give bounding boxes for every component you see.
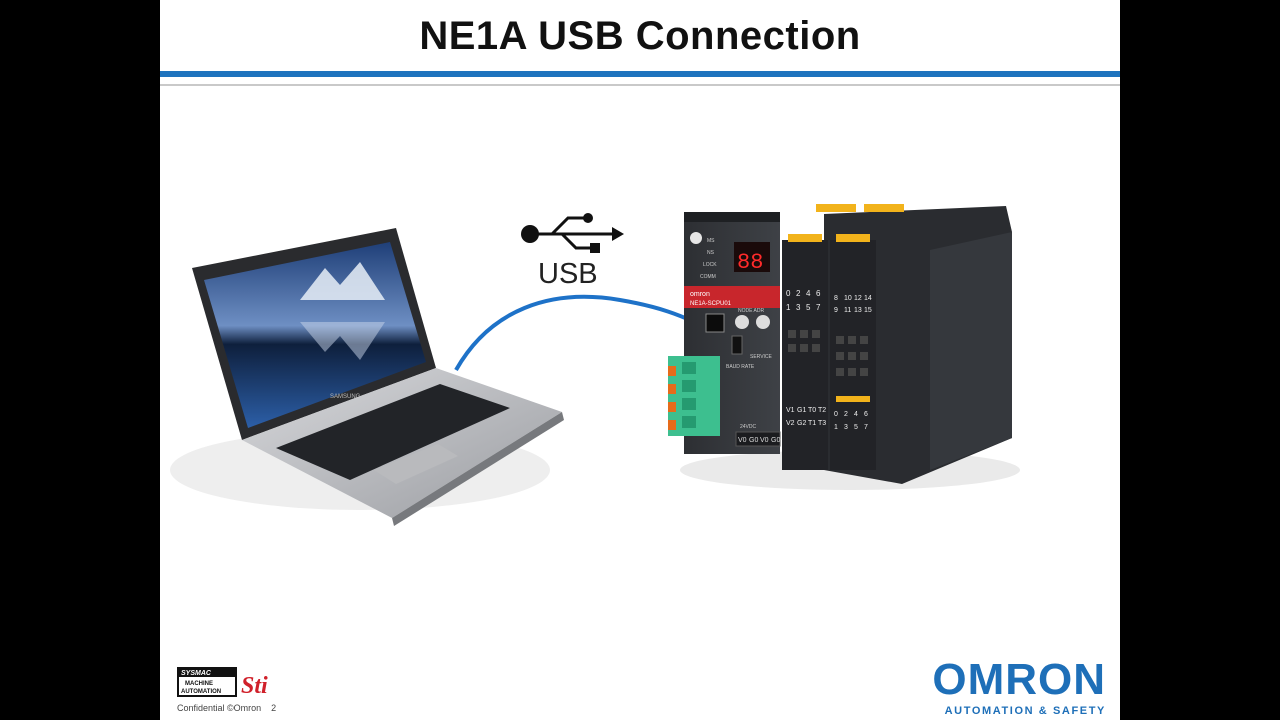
out-row3-4: 4 xyxy=(854,411,858,418)
service-label: SERVICE xyxy=(750,354,773,360)
out-row1-v1: V1 xyxy=(786,407,795,414)
in-row3-12: 12 xyxy=(854,295,862,302)
baud-rate-label: BAUD RATE xyxy=(726,364,755,370)
in-row4-11: 11 xyxy=(844,307,851,314)
out-row4-5: 5 xyxy=(854,424,858,431)
in-row3-14: 14 xyxy=(864,295,872,302)
out-row2-t3: T3 xyxy=(818,420,826,427)
led-label-ms: MS xyxy=(707,238,715,244)
confidential-text: Confidential ©Omron xyxy=(177,703,261,713)
ne1a-controller: MS NS LOCK COMM 88 omron NE1A-SCPU01 NOD… xyxy=(668,204,1020,490)
controller-model: NE1A-SCPU01 xyxy=(690,301,732,307)
power-terminal-g0b: G0 xyxy=(771,437,780,444)
in-row4-9: 9 xyxy=(834,307,838,314)
footer-logos: SYSMAC MACHINE AUTOMATION Sti xyxy=(177,667,287,701)
power-terminal-v0: V0 xyxy=(738,437,747,444)
laptop: SAMSUNG xyxy=(170,228,564,526)
in-row1-4: 4 xyxy=(806,289,811,298)
logo-sysmac-text: SYSMAC xyxy=(181,670,212,677)
terminal-tab-yellow-1 xyxy=(788,234,822,242)
led-label-comm: COMM xyxy=(700,274,716,280)
controller-brand: omron xyxy=(690,291,710,298)
out-row3-0: 0 xyxy=(834,411,838,418)
out-row4-7: 7 xyxy=(864,424,868,431)
in-row4-15: 15 xyxy=(864,307,872,314)
out-row1-t0: T0 xyxy=(808,407,816,414)
out-row4-1: 1 xyxy=(834,424,838,431)
in-row2-7: 7 xyxy=(816,303,821,312)
connection-scene: SAMSUNG MS N xyxy=(160,0,1120,720)
in-row1-0: 0 xyxy=(786,289,791,298)
in-row2-1: 1 xyxy=(786,303,791,312)
terminal-tab-yellow-2 xyxy=(836,234,870,242)
out-row1-g1: G1 xyxy=(797,407,806,414)
in-row4-13: 13 xyxy=(854,307,862,314)
power-terminal-g0: G0 xyxy=(749,437,758,444)
terminal-tab-yellow-3 xyxy=(816,204,856,212)
in-row2-3: 3 xyxy=(796,303,801,312)
slide: NE1A USB Connection xyxy=(160,0,1120,720)
node-adr-label: NODE ADR xyxy=(738,308,765,314)
usb-port[interactable] xyxy=(706,314,724,332)
page-number: 2 xyxy=(271,703,276,713)
sti-logo: Sti xyxy=(241,673,268,699)
in-row1-2: 2 xyxy=(796,289,801,298)
omron-emblem-icon xyxy=(690,232,702,244)
display-digits: 88 xyxy=(737,250,763,275)
out-row3-6: 6 xyxy=(864,411,868,418)
in-row2-5: 5 xyxy=(806,303,811,312)
out-row2-v2: V2 xyxy=(786,420,795,427)
in-row3-8: 8 xyxy=(834,295,838,302)
footer-confidential: Confidential ©Omron 2 xyxy=(177,703,276,713)
devicenet-connector[interactable] xyxy=(668,356,720,436)
brand-tagline: AUTOMATION & SAFETY xyxy=(932,705,1106,717)
baud-rate-switch[interactable] xyxy=(732,336,742,354)
controller-side-panel xyxy=(930,232,1012,470)
out-row4-3: 3 xyxy=(844,424,848,431)
usb-icon xyxy=(521,213,624,253)
in-row3-10: 10 xyxy=(844,295,852,302)
logo-machine-text: MACHINE xyxy=(185,681,213,687)
in-row1-6: 6 xyxy=(816,289,821,298)
power-label: 24VDC xyxy=(740,424,757,430)
power-terminal-v0b: V0 xyxy=(760,437,769,444)
logo-automation-text: AUTOMATION xyxy=(181,689,221,695)
omron-logo: OMRON xyxy=(932,658,1106,702)
out-row2-g2: G2 xyxy=(797,420,806,427)
terminal-tab-yellow-4 xyxy=(864,204,904,212)
out-row2-t1: T1 xyxy=(808,420,816,427)
led-label-ns: NS xyxy=(707,250,715,256)
led-label-lock: LOCK xyxy=(703,262,717,268)
node-adr-dial-2[interactable] xyxy=(756,315,770,329)
node-adr-dial-1[interactable] xyxy=(735,315,749,329)
out-row1-t2: T2 xyxy=(818,407,826,414)
omron-brand: OMRON AUTOMATION & SAFETY xyxy=(932,658,1106,717)
controller-top xyxy=(684,212,780,222)
terminal-tab-yellow-5 xyxy=(836,396,870,402)
usb-label: USB xyxy=(538,258,598,291)
terminal-column-left xyxy=(782,240,828,470)
out-row3-2: 2 xyxy=(844,411,848,418)
